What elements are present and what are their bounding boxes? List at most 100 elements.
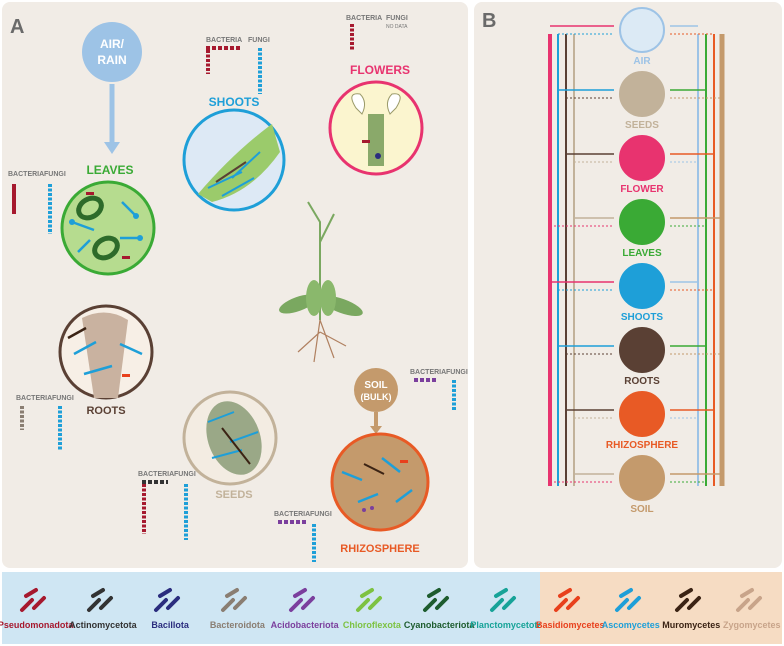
soil-bulk-node: SOIL (BULK): [354, 368, 398, 434]
roots-label: ROOTS: [86, 405, 125, 417]
panel-b-label: B: [482, 10, 497, 32]
node-flower: FLOWER: [619, 135, 665, 195]
roots-bacteria-label: BACTERIA: [16, 395, 52, 402]
soil-bulk-line1: SOIL: [364, 380, 387, 391]
shoots-label: SHOOTS: [209, 95, 260, 109]
rhizosphere-compartment: RHIZOSPHERE: [330, 432, 430, 555]
air-rain-line1: AIR/: [100, 37, 125, 51]
soil-fungi-label: FUNGI: [446, 369, 468, 376]
node-seeds: SEEDS: [619, 71, 665, 131]
legend-zygomycetes: Zygomycetes: [722, 620, 781, 630]
rhizosphere-label: RHIZOSPHERE: [340, 543, 419, 555]
node-roots-label: ROOTS: [624, 376, 660, 387]
zygomycetes-icon: [732, 586, 772, 618]
soil-abundance: BACTERIA FUNGI: [410, 369, 468, 410]
node-shoots: SHOOTS: [619, 263, 665, 323]
legend-chloroflexota: Chloroflexota: [342, 620, 401, 630]
roots-fungi-label: FUNGI: [52, 395, 74, 402]
node-air-icon: [619, 7, 665, 53]
air-rain-line2: RAIN: [97, 53, 126, 67]
air-rain-node: AIR/ RAIN: [82, 22, 142, 154]
node-seeds-label: SEEDS: [625, 120, 659, 131]
planctomycetota-icon: [486, 586, 526, 618]
node-roots: ROOTS: [619, 327, 665, 387]
soil-bulk-line2: (BULK): [361, 392, 392, 402]
flowers-fungi-label: FUNGI: [386, 15, 408, 22]
panel-b-flow-diagram: AIR SEEDS FLOWER LEAVES SHOOTS ROOTS RHIZOSPHE…: [548, 7, 725, 515]
basidiomycetes-icon: [550, 586, 590, 618]
soil-bacteria-label: BACTERIA: [410, 369, 446, 376]
rhizosphere-abundance: BACTERIA FUNGI: [274, 511, 332, 562]
node-soil: SOIL: [619, 455, 665, 515]
node-leaves: LEAVES: [619, 199, 665, 259]
panel-a-label: A: [10, 16, 25, 38]
shoots-compartment: SHOOTS: [182, 95, 286, 212]
node-soil-label: SOIL: [630, 504, 653, 515]
node-rhizosphere-label: RHIZOSPHERE: [606, 440, 679, 451]
node-leaves-icon: [619, 199, 665, 245]
flowers-abundance: BACTERIA FUNGI NO DATA: [346, 15, 408, 50]
seeds-compartment: SEEDS: [182, 390, 278, 501]
seeds-label: SEEDS: [215, 489, 252, 501]
shoots-fungi-label: FUNGI: [248, 37, 270, 44]
flow-nodes: AIR SEEDS FLOWER LEAVES SHOOTS ROOTS RHIZOSPHE…: [606, 7, 679, 515]
rhizosphere-fungi-label: FUNGI: [310, 511, 332, 518]
seeds-bacteria-label: BACTERIA: [138, 471, 174, 478]
legend-actinomycetota: Actinomycetota: [69, 620, 137, 630]
seeds-fungi-label: FUNGI: [174, 471, 196, 478]
leaves-compartment: LEAVES: [60, 163, 156, 276]
legend-cyanobacteriota: Cyanobacteriota: [403, 620, 475, 630]
legend-muromycetes: Muromycetes: [662, 620, 721, 630]
panel-b: B AIR SEEDS FLOWER LEAVES SHOOTS ROOTS RHIZOSP…: [474, 2, 782, 568]
panel-a-diagram: AIR/ RAIN LEAVES BACTERIA FUNGI SHOOTS: [8, 15, 468, 562]
flow-connections: [548, 25, 725, 486]
leaves-fungi-label: FUNGI: [44, 171, 66, 178]
panel-a: A AIR/ RAIN LEAVES BACTERIA FUNGI: [2, 2, 468, 568]
node-air-label: AIR: [633, 56, 651, 67]
leaves-label: LEAVES: [86, 163, 133, 177]
node-rhizosphere-icon: [619, 391, 665, 437]
shoots-bacteria-label: BACTERIA: [206, 37, 242, 44]
node-roots-icon: [619, 327, 665, 373]
flowers-label: FLOWERS: [350, 63, 410, 77]
rhizosphere-bacteria-label: BACTERIA: [274, 511, 310, 518]
pseudomonadota-icon: [16, 586, 56, 618]
flowers-bacteria-label: BACTERIA: [346, 15, 382, 22]
roots-compartment: ROOTS: [58, 304, 154, 417]
bacteroidota-icon: [217, 586, 257, 618]
legend-ascomycetes: Ascomycetes: [601, 620, 660, 630]
cyanobacteriota-icon: [419, 586, 459, 618]
flowers-compartment: FLOWERS: [328, 63, 424, 176]
legend-acidobacteriota: Acidobacteriota: [270, 620, 339, 630]
muromycetes-icon: [671, 586, 711, 618]
plant-illustration: [279, 201, 363, 363]
ascomycetes-icon: [611, 586, 651, 618]
roots-abundance: BACTERIA FUNGI: [16, 395, 74, 450]
legend-basidiomycetes: Basidiomycetes: [535, 620, 605, 630]
shoots-abundance: BACTERIA FUNGI: [206, 37, 270, 94]
seeds-abundance: BACTERIA FUNGI: [138, 471, 196, 540]
legend-planctomycetota: Planctomycetota: [470, 620, 543, 630]
node-leaves-label: LEAVES: [622, 248, 662, 259]
leaves-abundance: BACTERIA FUNGI: [8, 171, 66, 234]
node-shoots-icon: [619, 263, 665, 309]
legend-bacillota: Bacillota: [151, 620, 189, 630]
chloroflexota-icon: [352, 586, 392, 618]
leaves-bacteria-label: BACTERIA: [8, 171, 44, 178]
acidobacteriota-icon: [285, 586, 325, 618]
actinomycetota-icon: [83, 586, 123, 618]
node-flower-label: FLOWER: [620, 184, 664, 195]
bacillota-icon: [150, 586, 190, 618]
node-rhizosphere: RHIZOSPHERE: [606, 391, 679, 451]
node-seeds-icon: [619, 71, 665, 117]
node-shoots-label: SHOOTS: [621, 312, 664, 323]
legend-pseudomonadota: Pseudomonadota: [0, 620, 74, 630]
node-air: AIR: [619, 7, 665, 67]
node-flower-icon: [619, 135, 665, 181]
flowers-no-data: NO DATA: [386, 24, 408, 30]
node-soil-icon: [619, 455, 665, 501]
legend-bacteroidota: Bacteroidota: [209, 620, 265, 630]
